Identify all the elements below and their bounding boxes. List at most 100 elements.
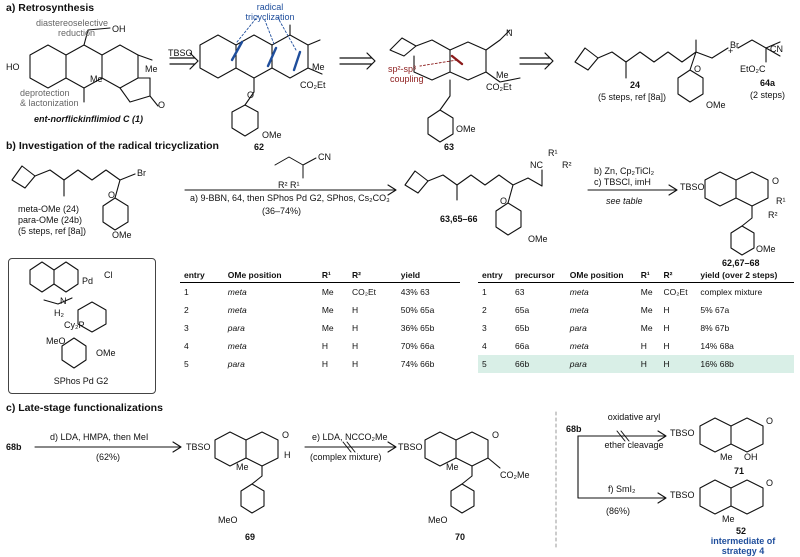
table-cell: 63 — [515, 287, 525, 297]
label-o-71: O — [766, 416, 774, 426]
table-cell: CO₂Et — [663, 287, 688, 297]
condition-e: e) LDA, NCCO₂Me — [312, 432, 388, 442]
label-o-b: O — [108, 190, 116, 200]
condition-oxidative-2: ether cleavage — [604, 440, 664, 450]
table-cell: 74% 66b — [400, 359, 435, 369]
table-cell: 3 — [184, 323, 189, 333]
table-cell: 8% 67b — [700, 323, 730, 333]
label-cn-64: CN — [318, 152, 331, 162]
table-cell: meta — [227, 341, 247, 351]
condition-b: b) Zn, Cp₂TiCl₂ — [594, 166, 655, 176]
table-cell: H — [663, 341, 670, 351]
table2-col-header: R² — [659, 268, 697, 283]
table-cell: H — [351, 341, 359, 351]
see-table-note: see table — [606, 196, 643, 206]
condition-f: f) SmI₂ — [608, 484, 636, 494]
catalyst-box — [8, 258, 156, 394]
condition-d-yield: (62%) — [96, 452, 121, 462]
label-ome-63: OMe — [456, 124, 476, 134]
compound-63-label: 63 — [444, 142, 455, 152]
table-cell: 16% 68b — [696, 355, 794, 373]
intermediate-note-2: strategy 4 — [721, 546, 765, 556]
table-cell: meta — [227, 305, 247, 315]
label-n-cat: N — [60, 296, 67, 306]
condition-f-yield: (86%) — [606, 506, 631, 516]
label-h-69: H — [284, 450, 291, 460]
table-cell: meta — [569, 305, 589, 315]
label-meta-24: meta-OMe (24) — [18, 204, 80, 214]
condition-a: a) 9-BBN, 64, then SPhos Pd G2, SPhos, C… — [190, 193, 390, 203]
compound-68b-start: 68b — [6, 442, 22, 452]
table1-col-header: entry — [180, 268, 224, 283]
label-me-69: Me — [236, 462, 249, 472]
table1-col-header: R¹ — [317, 268, 348, 283]
compound-52-label: 52 — [736, 526, 747, 536]
label-ome-24: OMe — [706, 100, 726, 110]
table-cell: 3 — [482, 323, 487, 333]
compound-1-structure — [29, 27, 159, 107]
table-cell: 2 — [482, 305, 487, 315]
table-cell: 5 — [184, 359, 189, 369]
condition-e-result: (complex mixture) — [310, 452, 382, 462]
table-cell: 2 — [184, 305, 189, 315]
label-tbso-62: TBSO — [168, 48, 193, 58]
compound-1-name: ent-norflickinflimiod C (1) — [34, 114, 143, 124]
table-cell: H — [663, 305, 670, 315]
label-oh-71: OH — [744, 452, 758, 462]
table-cell: Me — [640, 323, 653, 333]
table-cell: Me — [321, 305, 334, 315]
label-h2: H₂ — [54, 308, 64, 318]
compound-52-structure — [699, 479, 764, 515]
label-r1-prod: R¹ — [776, 196, 786, 206]
label-eto2c-64a: EtO₂C — [740, 64, 766, 74]
label-sp-coupling-1: sp²-sp³ — [388, 64, 417, 74]
table-cell: H — [321, 359, 328, 369]
table-cell: 43% 63 — [400, 287, 430, 297]
label-n-63: N — [506, 28, 513, 38]
label-tbso-69: TBSO — [186, 442, 211, 452]
table-cell: Me — [321, 323, 334, 333]
table-cell: 1 — [184, 287, 189, 297]
label-o-69: O — [282, 430, 290, 440]
table1-col-header: OMe position — [223, 268, 318, 283]
compound-70-structure — [424, 431, 501, 514]
table-cell: Me — [640, 305, 653, 315]
compound-62-label: 62 — [254, 142, 265, 152]
product-label: 62,67–68 — [722, 258, 760, 268]
label-me-62: Me — [312, 62, 325, 72]
label-me-71: Me — [720, 452, 733, 462]
compound-71-label: 71 — [734, 466, 745, 476]
label-o-70: O — [492, 430, 500, 440]
label-cn-64a: CN — [770, 44, 783, 54]
table2-col-header: R¹ — [636, 268, 660, 283]
label-reduction: reduction — [58, 28, 96, 38]
compound-70-label: 70 — [455, 532, 466, 542]
table-cell: meta — [569, 341, 589, 351]
label-me-70: Me — [446, 462, 459, 472]
label-oh: OH — [112, 24, 126, 34]
label-o-int: O — [500, 196, 508, 206]
label-sp-coupling-2: coupling — [390, 74, 424, 84]
table-cell: H — [351, 359, 359, 369]
table-cell: Me — [640, 287, 653, 297]
label-meo: MeO — [46, 336, 66, 346]
table-cell: complex mixture — [700, 287, 763, 297]
label-co2et-63: CO₂Et — [486, 82, 512, 92]
table-cell: 5 — [478, 355, 512, 373]
product-62-67-68-structure — [704, 171, 769, 256]
table-cell: 4 — [482, 341, 487, 351]
compound-64a-note: (2 steps) — [750, 90, 786, 100]
table1-col-header: yield — [396, 268, 460, 283]
table-cell: 65a — [515, 305, 530, 315]
sphos-pd-g2-structure — [29, 261, 107, 369]
